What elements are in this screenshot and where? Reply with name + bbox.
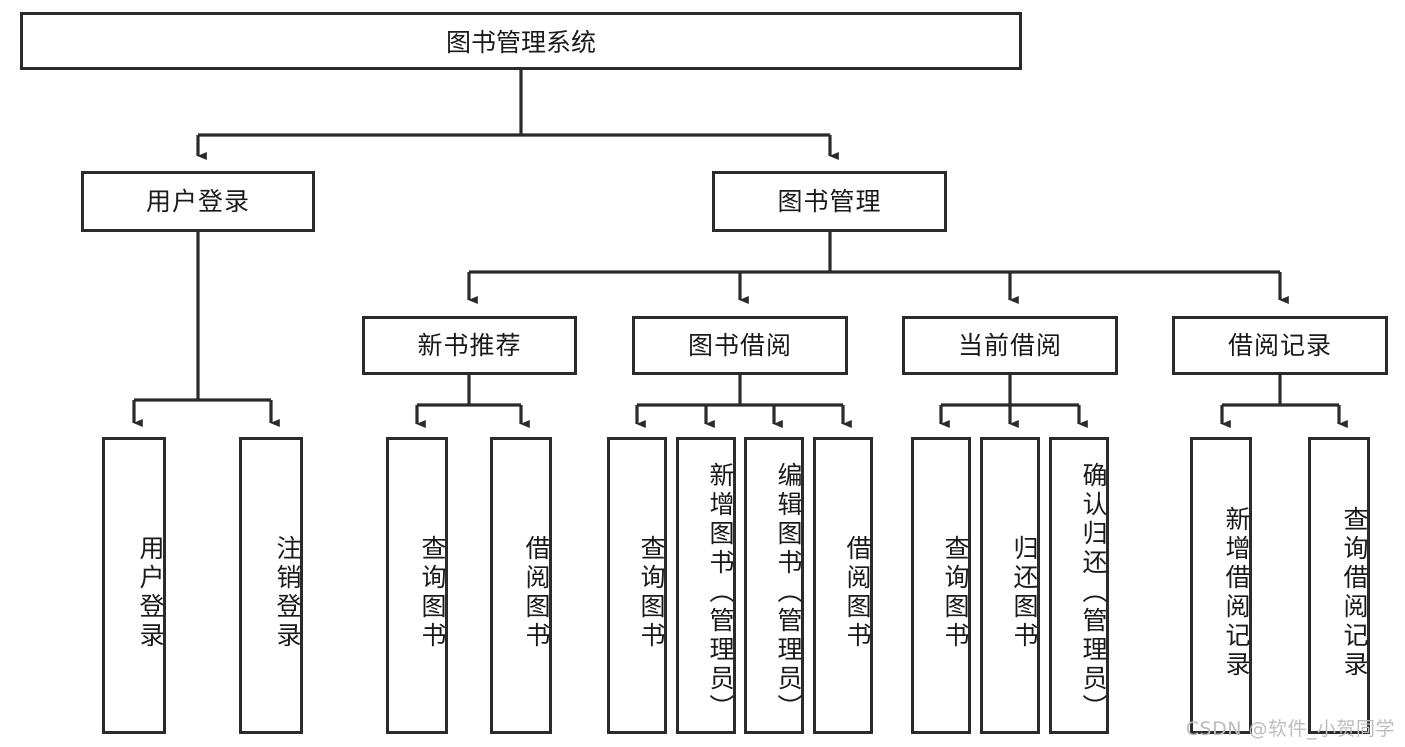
node-label: 借阅记录 bbox=[1227, 330, 1332, 360]
node-label: 当前借阅 bbox=[957, 330, 1062, 360]
node-borrow-record[interactable]: 借阅记录 bbox=[1172, 316, 1388, 375]
node-label: 查询借阅记录 bbox=[1340, 505, 1369, 680]
node-label: 新书推荐 bbox=[417, 330, 522, 360]
node-label: 注销登录 bbox=[273, 534, 302, 651]
leaf-edit-book-admin[interactable]: 编辑图书（管理员） bbox=[744, 437, 804, 734]
node-new-book-recommend[interactable]: 新书推荐 bbox=[362, 316, 577, 375]
node-label: 借阅图书 bbox=[522, 534, 551, 651]
watermark-credit: CSDN @软件_小贺同学 bbox=[1185, 718, 1395, 740]
leaf-borrow-book-recommend[interactable]: 借阅图书 bbox=[490, 437, 552, 734]
leaf-user-login[interactable]: 用户登录 bbox=[102, 437, 166, 734]
node-label: 图书借阅 bbox=[687, 330, 792, 360]
node-user-login[interactable]: 用户登录 bbox=[81, 171, 315, 232]
node-label: 查询图书 bbox=[941, 534, 970, 651]
node-book-borrow[interactable]: 图书借阅 bbox=[632, 316, 848, 375]
node-label: 用户登录 bbox=[136, 534, 165, 651]
node-label: 图书管理系统 bbox=[445, 28, 596, 57]
leaf-confirm-return-admin[interactable]: 确认归还（管理员） bbox=[1049, 437, 1109, 734]
node-label: 查询图书 bbox=[418, 534, 447, 651]
node-label: 用户登录 bbox=[145, 186, 250, 216]
leaf-query-borrow-record[interactable]: 查询借阅记录 bbox=[1308, 437, 1370, 734]
node-label: 图书管理 bbox=[777, 186, 882, 216]
leaf-add-book-admin[interactable]: 新增图书（管理员） bbox=[676, 437, 736, 734]
leaf-query-book-current[interactable]: 查询图书 bbox=[911, 437, 971, 734]
node-current-borrow[interactable]: 当前借阅 bbox=[902, 316, 1118, 375]
leaf-add-borrow-record[interactable]: 新增借阅记录 bbox=[1190, 437, 1252, 734]
node-label: 确认归还（管理员） bbox=[1079, 462, 1108, 723]
node-label: 借阅图书 bbox=[843, 534, 872, 651]
node-label: 新增借阅记录 bbox=[1222, 505, 1251, 680]
node-book-management[interactable]: 图书管理 bbox=[712, 171, 947, 232]
leaf-logout[interactable]: 注销登录 bbox=[239, 437, 303, 734]
node-label: 查询图书 bbox=[637, 534, 666, 651]
node-label: 归还图书 bbox=[1010, 534, 1039, 651]
leaf-query-book-recommend[interactable]: 查询图书 bbox=[386, 437, 448, 734]
leaf-return-book[interactable]: 归还图书 bbox=[980, 437, 1040, 734]
leaf-borrow-book[interactable]: 借阅图书 bbox=[813, 437, 873, 734]
node-label: 编辑图书（管理员） bbox=[774, 462, 803, 723]
node-root-system[interactable]: 图书管理系统 bbox=[20, 12, 1022, 70]
leaf-query-book-borrow[interactable]: 查询图书 bbox=[607, 437, 667, 734]
node-label: 新增图书（管理员） bbox=[706, 462, 735, 723]
